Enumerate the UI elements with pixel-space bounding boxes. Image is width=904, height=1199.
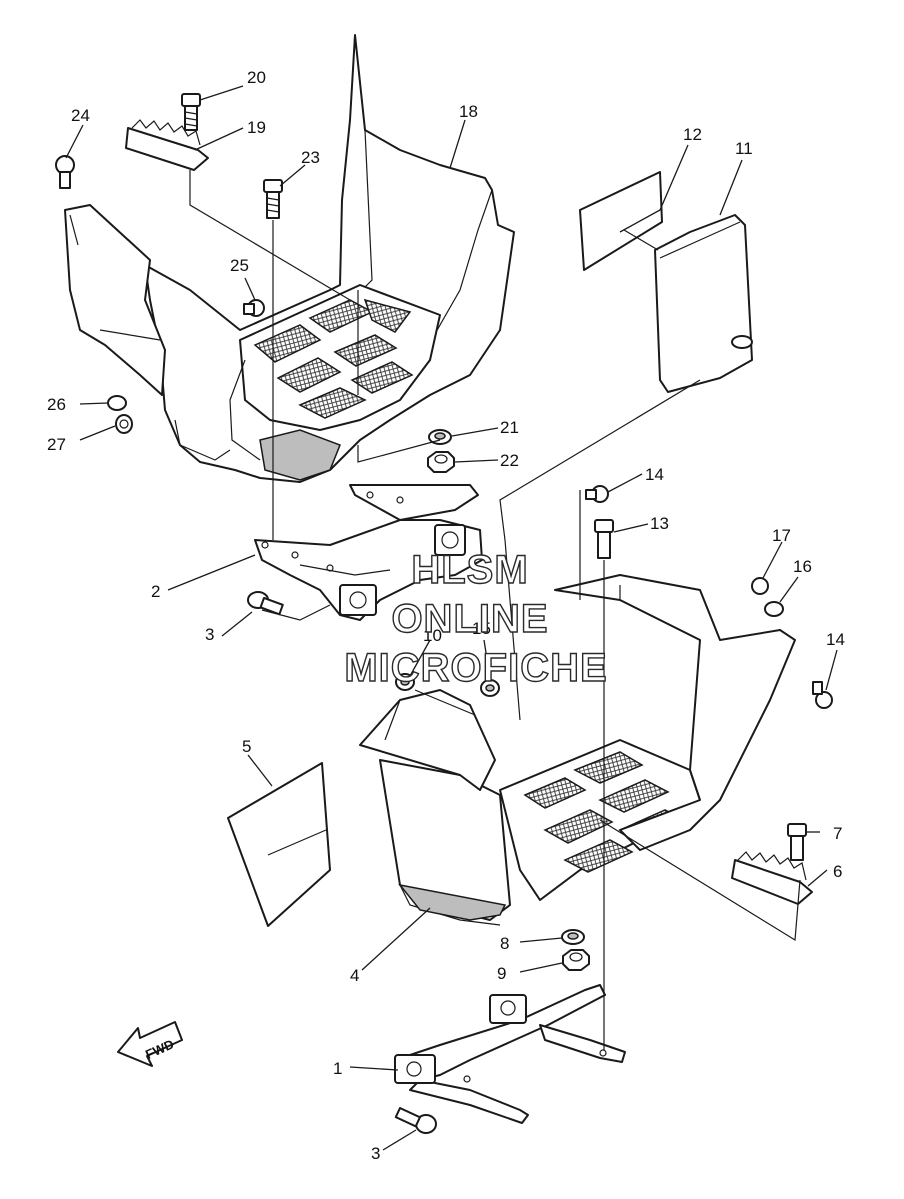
callout-labels: 1 2 3 3 4 5 6 7 8 9 10 11 12 13 14 14 15… — [47, 68, 845, 1163]
bolt-13 — [594, 519, 614, 559]
label-12 — [579, 171, 663, 271]
callout-3-lower: 3 — [371, 1144, 380, 1163]
bolt-3-lower — [394, 1107, 437, 1134]
nut-22 — [427, 451, 455, 473]
rear-shell-lower — [554, 574, 796, 851]
callout-19: 19 — [247, 118, 266, 137]
side-panel-5 — [227, 762, 331, 927]
washer-16 — [764, 601, 784, 617]
screw-14-upper — [585, 485, 609, 503]
callout-9: 9 — [497, 964, 506, 983]
collar-17 — [751, 577, 769, 595]
callout-7: 7 — [833, 824, 842, 843]
bolt-7 — [787, 823, 807, 861]
callout-20: 20 — [247, 68, 266, 87]
bolt-20 — [181, 93, 201, 131]
callout-12: 12 — [683, 125, 702, 144]
callout-22: 22 — [500, 451, 519, 470]
callout-27: 27 — [47, 435, 66, 454]
grommet-15 — [480, 679, 500, 697]
callout-26: 26 — [47, 395, 66, 414]
callout-14-upper: 14 — [645, 465, 664, 484]
watermark-line-3: MICROFICHE — [344, 646, 607, 690]
callout-18: 18 — [459, 102, 478, 121]
watermark-line-2: ONLINE — [391, 597, 548, 641]
callout-2: 2 — [151, 582, 160, 601]
watermark: HLSM ONLINE MICROFICHE — [344, 547, 608, 690]
callout-23: 23 — [301, 148, 320, 167]
callout-1: 1 — [333, 1059, 342, 1078]
bolt-3-upper — [247, 591, 284, 616]
bracket-2 — [254, 484, 483, 621]
bracket-1 — [394, 984, 626, 1124]
callout-11: 11 — [735, 139, 753, 158]
nut-9 — [562, 949, 590, 971]
callout-13: 13 — [650, 514, 669, 533]
forward-arrow: FWD — [117, 1021, 183, 1067]
side-flap-upper — [64, 204, 166, 396]
upper-footrest-assembly — [55, 34, 515, 483]
screw-25 — [243, 299, 265, 317]
bolt-23 — [263, 179, 283, 219]
reflector-11 — [654, 214, 753, 393]
alignment-lines — [189, 170, 801, 1050]
callout-15: 15 — [472, 619, 491, 638]
callout-4: 4 — [350, 966, 359, 985]
grommet-10 — [395, 673, 415, 691]
heel-plate-6 — [731, 859, 813, 905]
callout-25: 25 — [230, 256, 249, 275]
watermark-line-1: HLSM — [411, 548, 528, 592]
washer-21 — [428, 429, 452, 445]
leader-lines — [65, 85, 838, 1151]
callout-17: 17 — [772, 526, 791, 545]
callout-24: 24 — [71, 106, 90, 125]
callout-8: 8 — [500, 934, 509, 953]
callout-10: 10 — [423, 626, 442, 645]
nut-27 — [115, 414, 133, 434]
callout-21: 21 — [500, 418, 519, 437]
heel-plate-19 — [125, 127, 209, 171]
callout-5: 5 — [242, 737, 251, 756]
callout-14-lower: 14 — [826, 630, 845, 649]
callout-16: 16 — [793, 557, 812, 576]
screw-24 — [55, 155, 75, 189]
callout-6: 6 — [833, 862, 842, 881]
washer-26 — [107, 395, 127, 411]
screw-14-lower — [812, 681, 833, 709]
washer-8 — [561, 929, 585, 945]
callout-3-upper: 3 — [205, 625, 214, 644]
